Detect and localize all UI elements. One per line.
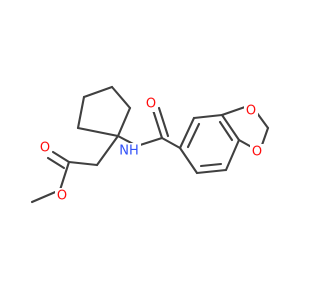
bond (224, 138, 241, 172)
bond (151, 108, 164, 140)
bond (46, 156, 66, 170)
bond (218, 120, 234, 142)
atom-labels: O O NH O O O (38, 96, 264, 204)
oxygen-atom-label: O (146, 97, 156, 112)
amide-linkage (116, 106, 182, 150)
oxygen-atom-label: O (252, 145, 262, 160)
bond (220, 113, 241, 142)
oxygen-atom-label: O (57, 189, 67, 204)
bond (110, 85, 132, 110)
molecule-diagram: O O NH O O O (30, 85, 270, 204)
cyclopentane-ring (76, 85, 132, 138)
bond (186, 122, 201, 149)
bond (195, 168, 228, 175)
benzene-ring (178, 113, 241, 175)
bond (67, 160, 99, 167)
ester-carbonyl-oxygen: O (38, 140, 52, 156)
bond (178, 116, 196, 150)
dioxole-lower-oxygen: O (250, 144, 264, 160)
bond (255, 111, 270, 130)
bond (82, 85, 114, 99)
bond (76, 95, 86, 130)
bond (58, 160, 71, 192)
bond (192, 113, 224, 120)
bond (178, 146, 199, 175)
ester-methoxy-oxygen: O (55, 188, 69, 204)
bond (116, 106, 132, 138)
amide-carbonyl-oxygen: O (144, 96, 158, 112)
bond (160, 136, 182, 150)
nitrogen-atom-label: NH (119, 144, 139, 159)
bond (135, 136, 164, 148)
oxygen-atom-label: O (40, 141, 50, 156)
bond (157, 106, 170, 138)
bond (260, 126, 270, 147)
dioxole-upper-oxygen: O (244, 103, 258, 119)
bond (199, 162, 223, 168)
bond (220, 105, 247, 117)
amide-nitrogen: NH (117, 143, 141, 159)
bond (51, 150, 71, 164)
bond (95, 134, 120, 167)
bond (76, 126, 120, 138)
oxygen-atom-label: O (246, 104, 256, 119)
